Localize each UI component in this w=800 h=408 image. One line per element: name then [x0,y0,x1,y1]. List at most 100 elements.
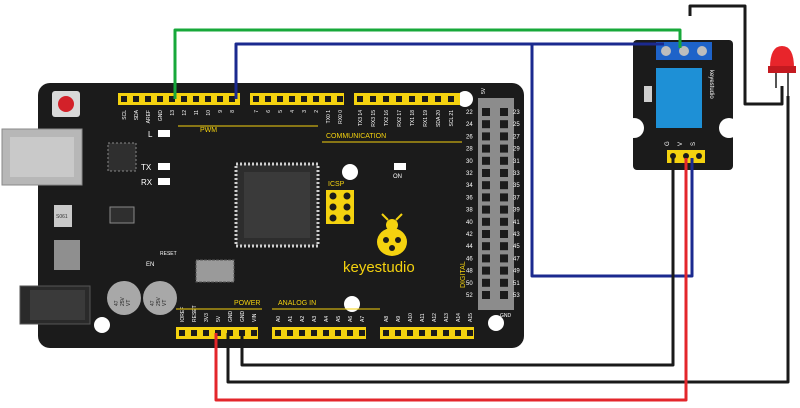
en-label: EN [146,262,154,268]
capacitor-label: VT [126,300,132,306]
digital-pin [500,278,508,287]
header-analog-1 [272,327,366,339]
digital-pin [500,169,508,177]
capacitor-label: 25V [156,296,162,306]
header-pin [203,330,209,336]
top-left-pin-label: AREF [146,110,152,123]
digital-pin [500,108,508,116]
digital-pin-label: 25 [513,122,520,128]
digital-pin-label: 46 [466,256,473,262]
terminal-screw [661,46,671,56]
power-pin-label: 3V3 [204,313,210,322]
brand-label: keyestudio [343,259,415,276]
power-pin-label: GND [240,311,246,323]
digital-pin-label: 36 [466,195,473,201]
on-led [394,163,406,170]
blue-wire [234,42,664,99]
digital-pin-label: 49 [513,269,520,275]
led-dome [770,46,794,68]
header-pin [395,330,401,336]
power-pin-label: GND [228,311,234,323]
capacitor [143,281,177,315]
digital-pin-label: 30 [466,159,473,165]
header-pin [409,96,415,102]
relay-mount-hole [719,118,739,138]
header-pin [311,330,317,336]
digital-pin-label: 45 [513,244,520,250]
digital-pin [500,217,508,226]
header-pin [347,330,353,336]
header-pin [299,330,305,336]
digital-pin [500,120,508,129]
relay-pin-v: V [678,142,684,146]
header-top-right [354,93,460,105]
top-mid-pin-label: 7 [254,110,260,113]
mounting-hole [344,296,360,312]
header-pin [179,330,185,336]
digital-pin-label: 23 [513,110,520,116]
digital-pin-label: 47 [513,256,520,262]
digital-pin [500,181,508,190]
digital-pin-label: 38 [466,208,473,214]
digital-pin [482,217,490,226]
regulator-chip [109,206,135,224]
top-right-pin-label: TX3 14 [358,110,364,126]
header-pin [323,330,329,336]
header-pin [251,330,257,336]
digital-pin-label: 33 [513,171,520,177]
header-digital [478,98,514,310]
header-pin [407,330,413,336]
digital-pin [500,156,508,165]
digital-pin [482,254,490,263]
analog-pin-label: A13 [444,313,450,322]
tx-led-label: TX [141,163,152,172]
top-mid-pin-label: 4 [290,110,296,113]
top-left-pin-label: 13 [170,110,176,116]
relay-mount-hole [624,118,644,138]
digital-pin-label: 32 [466,171,473,177]
capacitor-label: 47 [114,300,120,306]
header-pin [370,96,376,102]
digital-pin [482,230,490,238]
header-pin [359,330,365,336]
digital-pin [500,132,508,141]
relay-brand: keyestudio [708,70,714,99]
top-left-pin-label: SCL [122,110,128,120]
digital-pin [500,205,508,214]
reset-button-cap[interactable] [58,96,74,112]
top-left-pin-label: 10 [206,110,212,116]
top-mid-pin-label: TX0 1 [326,110,332,124]
analog-pin-label: A15 [468,313,474,322]
mounting-hole [457,91,473,107]
digital-pin-label: 40 [466,220,473,226]
terminal-screw [679,46,689,56]
digital-pin-label: 39 [513,208,520,214]
usb-chip [107,142,137,172]
power-pin-label: 5V [216,315,222,322]
black-wire-led-gnd [226,96,790,384]
header-pin [289,96,295,102]
digital-pin [500,291,508,299]
digital-pin [500,144,508,153]
top-mid-pin-label: RX0 0 [338,110,344,124]
blue-wire-signal [530,44,694,278]
top-right-pin-label: TX2 16 [384,110,390,126]
digital-pin [500,254,508,263]
digital-pin-label: 50 [466,281,473,287]
mounting-hole [94,317,110,333]
header-top-mid [250,93,344,105]
header-pin [215,330,221,336]
led-rim [768,66,796,73]
icsp-label: ICSP [328,181,345,188]
l-led [158,130,170,137]
digital-pin [482,193,490,202]
top-left-pin-label: GND [158,110,164,122]
header-pin [431,330,437,336]
on-label: ON [393,174,402,180]
header-analog-2 [380,327,474,339]
header-pin [217,96,223,102]
digital-pin-label: 28 [466,147,473,153]
digital-pin [482,242,490,251]
digital-pin-label: 24 [466,122,473,128]
